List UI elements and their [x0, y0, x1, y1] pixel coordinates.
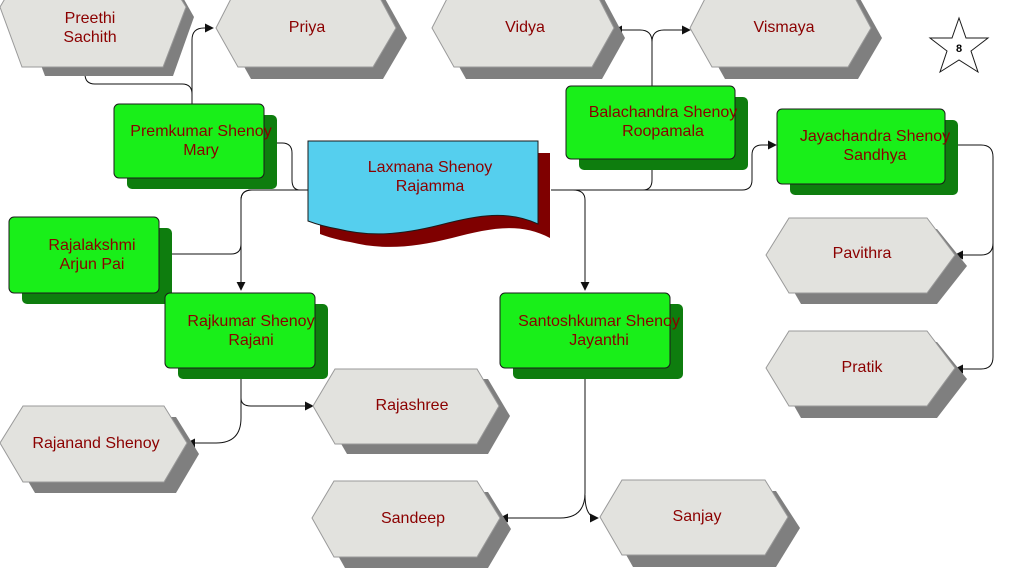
couple-jayachandra-line1: Jayachandra Shenoy: [799, 128, 951, 145]
couple-label-premkumar: Premkumar Shenoy Mary: [114, 122, 288, 160]
couple-label-rajkumar: Rajkumar Shenoy Rajani: [165, 312, 337, 350]
child-label-priya: Priya: [288, 19, 326, 36]
child-node-pratik: [765, 330, 967, 418]
couple-rajalakshmi-line1: Rajalakshmi: [48, 237, 136, 254]
couple-rajkumar-line2: Rajani: [228, 332, 274, 349]
couple-rajalakshmi-line2: Arjun Pai: [59, 256, 125, 273]
couple-node-santoshkumar: [499, 292, 683, 379]
couple-label-balachandra: Balachandra Shenoy Roopamala: [566, 103, 760, 141]
couple-santoshkumar-line1: Santoshkumar Shenoy: [518, 313, 680, 330]
child-label-vidya: Vidya: [505, 19, 545, 36]
couple-node-premkumar: [113, 103, 277, 189]
child-node-vismaya: [689, 0, 882, 79]
child-node-preethi: [0, 0, 194, 76]
child-node-vidya: [431, 0, 625, 79]
child-label-vismaya: Vismaya: [753, 19, 815, 36]
child-label-rajashree: Rajashree: [375, 397, 449, 414]
couple-node-rajalakshmi: [8, 216, 172, 304]
child-label-preethi: Preethi Sachith: [30, 9, 150, 47]
page-number: 8: [955, 43, 963, 55]
couple-balachandra-line2: Roopamala: [622, 123, 704, 140]
root-name-2: Rajamma: [395, 178, 465, 195]
child-node-sanjay: [599, 479, 800, 567]
couple-node-jayachandra: [776, 108, 958, 195]
root-node-label: Laxmana Shenoy Rajamma: [330, 158, 530, 196]
couple-jayachandra-line2: Sandhya: [843, 147, 907, 164]
couple-node-rajkumar: [164, 292, 328, 379]
couple-node-balachandra: [565, 85, 748, 170]
couple-label-jayachandra: Jayachandra Shenoy Sandhya: [777, 127, 973, 165]
child-node-pavithra: [765, 217, 967, 304]
connectors: [80, 23, 994, 523]
page-number-star-icon: [928, 16, 990, 74]
child-label-rajanand: Rajanand Shenoy: [32, 435, 160, 452]
child-label-pratik: Pratik: [841, 359, 883, 376]
child-label-sanjay: Sanjay: [672, 508, 722, 525]
couple-label-rajalakshmi: Rajalakshmi Arjun Pai: [9, 236, 175, 274]
couple-balachandra-line1: Balachandra Shenoy: [588, 104, 738, 121]
child-preethi-line2: Sachith: [63, 29, 117, 46]
child-preethi-line1: Preethi: [64, 10, 116, 27]
child-node-priya: [215, 0, 407, 79]
child-node-rajanand: [0, 405, 199, 493]
couple-premkumar-line2: Mary: [183, 142, 219, 159]
couple-premkumar-line1: Premkumar Shenoy: [130, 123, 272, 140]
child-label-pavithra: Pavithra: [832, 245, 892, 262]
root-node-laxmana: [307, 140, 550, 247]
couple-santoshkumar-line2: Jayanthi: [569, 332, 629, 349]
child-node-rajashree: [312, 368, 510, 454]
child-label-sandeep: Sandeep: [380, 510, 446, 527]
child-node-sandeep: [311, 480, 511, 568]
root-name-1: Laxmana Shenoy: [367, 159, 493, 176]
couple-label-santoshkumar: Santoshkumar Shenoy Jayanthi: [500, 312, 698, 350]
couple-rajkumar-line1: Rajkumar Shenoy: [187, 313, 315, 330]
